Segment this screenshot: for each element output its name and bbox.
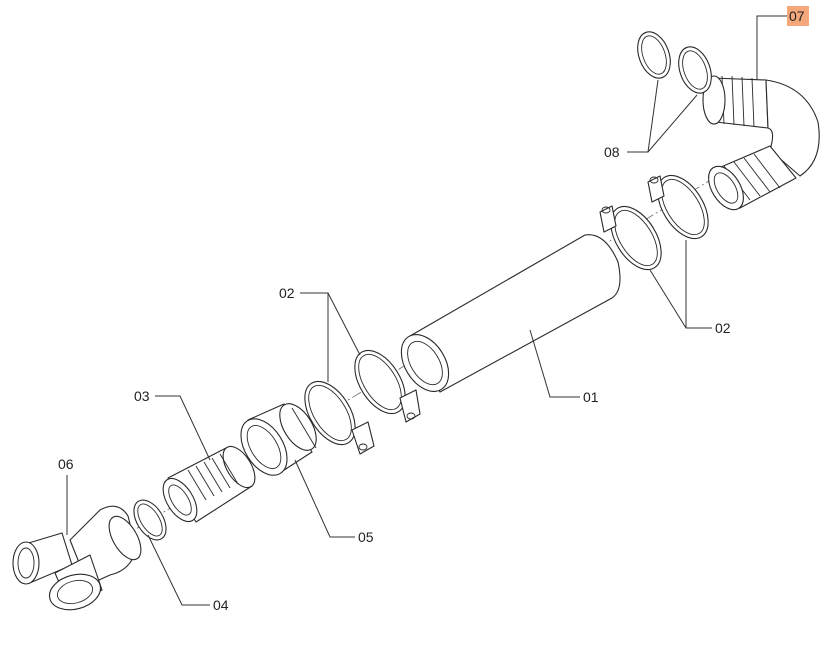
leader-01 xyxy=(529,329,580,398)
callout-07-highlight xyxy=(787,6,809,26)
callout-02-right: 02 xyxy=(715,320,731,336)
part-07-corrugated-elbow[interactable] xyxy=(701,75,820,216)
leader-04 xyxy=(147,534,210,606)
part-03-corrugated-adapter[interactable] xyxy=(156,441,261,527)
callout-02-left: 02 xyxy=(279,285,295,301)
part-04-o-ring[interactable] xyxy=(127,494,172,545)
part-02-hose-clamp-right-b[interactable] xyxy=(647,167,718,248)
callout-01: 01 xyxy=(583,389,599,405)
leader-05 xyxy=(294,459,355,538)
callout-04: 04 xyxy=(213,597,229,613)
callout-07: 07 xyxy=(789,8,805,24)
part-06-y-junction[interactable] xyxy=(12,505,147,615)
leader-02a-branch xyxy=(327,292,361,356)
part-01-main-tube[interactable] xyxy=(392,234,621,400)
part-02-hose-clamp-right-a[interactable] xyxy=(599,198,672,279)
part-08-o-ring-a[interactable] xyxy=(632,27,677,82)
leader-02a xyxy=(300,292,329,382)
part-02-hose-clamp-left-b[interactable] xyxy=(344,342,421,423)
callout-06: 06 xyxy=(58,456,74,472)
callout-03: 03 xyxy=(134,388,150,404)
callout-08: 08 xyxy=(604,144,620,160)
leader-08 xyxy=(627,79,659,153)
part-08-o-ring-b[interactable] xyxy=(673,42,718,97)
part-02-hose-clamp-left-a[interactable] xyxy=(294,373,375,455)
leader-07 xyxy=(756,15,787,80)
leader-02b xyxy=(649,269,712,329)
callout-05: 05 xyxy=(358,529,374,545)
leader-03 xyxy=(155,395,211,461)
part-05-union-nut[interactable] xyxy=(231,398,323,484)
leader-08-branch xyxy=(647,94,698,153)
